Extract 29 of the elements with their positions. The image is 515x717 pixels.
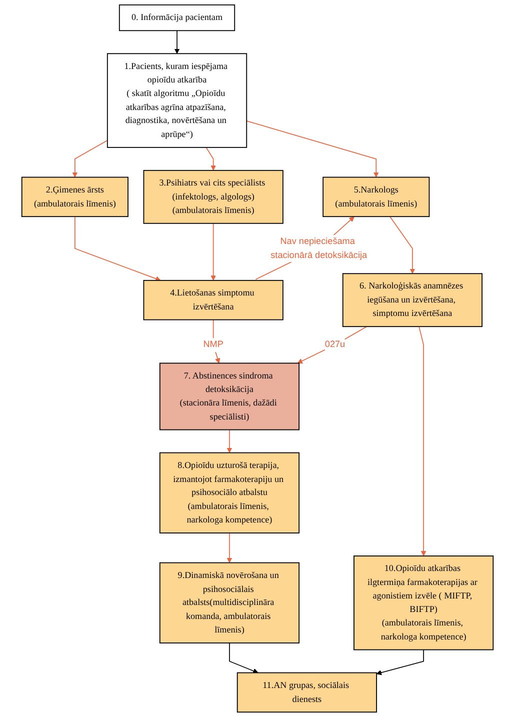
node-box: 5.Narkologs (ambulatorais līmenis) [322, 176, 430, 218]
arrow [418, 326, 426, 556]
arrow [226, 429, 232, 453]
arrow [229, 642, 258, 674]
edge-label: NMP [203, 339, 224, 350]
arrow [297, 326, 368, 364]
node-box: 7. Abstinences sindroma detoksikācija (stacionāra līmenis, dažādi speciālisti) [159, 362, 300, 430]
node-box: 0. Informācija pacientam [118, 4, 236, 32]
edge-label: Nav nepieciešama stacionārā detoksikācija [270, 236, 368, 260]
arrow [246, 120, 379, 178]
node-box: 4.Lietošanas simptomu izvērtēšana [143, 280, 284, 320]
node-box: 8.Opioīdu uzturošā terapija, izmantojot farmakoterapiju un psihosociālo atbalstu (ambulatorais līmenis, narkologa kompetence) [159, 452, 300, 534]
node-box: 2.Ģimenes ārsts (ambulatorais līmenis) [21, 176, 128, 218]
node-box: 3.Psihiatrs vai cits speciālists (infektologs, algologs) (ambulatorais līmenis) [143, 170, 284, 224]
arrow [210, 222, 216, 281]
node-box: 1.Pacients, kuram iespējama opioīdu atkarība ( skatīt algoritmu „Opioīdu atkarības agrīna atpazīšana, diagnostika, novērtēšana un aprūpe“) [106, 53, 248, 148]
arrow [226, 532, 232, 563]
node-box: 6. Narkoloģiskās anamnēzes iegūšana un izvērtēšana, simptomu izvērtēšana [342, 273, 482, 328]
arrow [206, 147, 216, 171]
arrow [390, 216, 416, 274]
arrow [72, 140, 108, 178]
node-box: 9.Dinamiskā novērošana un psihosociālais atbalsts(multidisciplināra komanda, ambulatorais līmenis) [159, 562, 300, 644]
arrow [212, 319, 220, 364]
arrow [174, 30, 180, 54]
arrow [376, 649, 424, 676]
arrow [74, 216, 161, 282]
node-box: 11.AN grupas, sociālais dienests [236, 672, 377, 713]
edge-label: 027u [324, 339, 346, 350]
node-box: 10.Opioīdu atkarības ilgtermiņa farmakoterapijas ar agonistiem izvēle ( MIFTP, BIFTP) (ambulatorais līmenis, narkologa kompetence) [354, 556, 494, 650]
